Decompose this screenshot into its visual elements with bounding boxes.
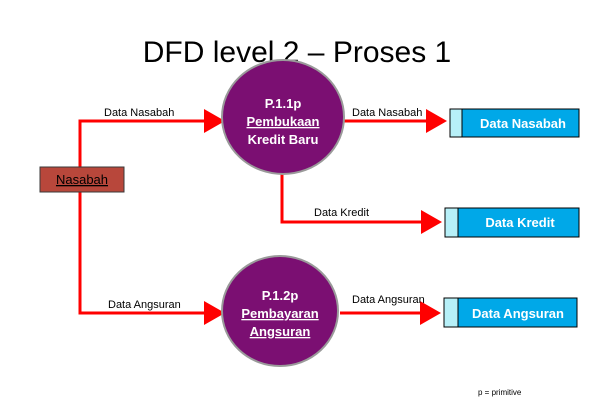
- flow-label: Data Angsuran: [352, 294, 425, 306]
- process-p11: P.1.1p Pembukaan Kredit Baru: [221, 59, 345, 175]
- store-tab: [443, 297, 459, 328]
- store-box: [449, 108, 580, 138]
- process-circle: [221, 255, 339, 367]
- flow-label: Data Kredit: [314, 207, 369, 219]
- entity-box: [39, 166, 125, 193]
- entity-label: Nasabah: [56, 172, 108, 187]
- process-name-line1: Pembayaran: [241, 306, 318, 321]
- entity-nasabah: Nasabah: [39, 166, 125, 193]
- flow-arrow-p11-to-store-kredit: [280, 174, 442, 234]
- process-circle: [221, 59, 345, 175]
- store-tab: [449, 108, 463, 138]
- flow-label: Data Nasabah: [352, 107, 422, 119]
- store-tab: [444, 207, 459, 238]
- store-box: [444, 207, 580, 238]
- process-name-line1: Pembukaan: [247, 114, 320, 129]
- flow-lines: [78, 109, 447, 325]
- flow-arrow-nasabah-to-p12: [78, 192, 225, 325]
- store-label: Data Kredit: [485, 215, 555, 230]
- process-name-line2: Angsuran: [250, 324, 311, 339]
- process-name-line2: Kredit Baru: [248, 132, 319, 147]
- flow-arrow-nasabah-to-p11: [78, 109, 225, 168]
- process-p12: P.1.2p Pembayaran Angsuran: [221, 255, 339, 367]
- store-label: Data Angsuran: [472, 306, 564, 321]
- process-id: P.1.2p: [262, 288, 299, 303]
- process-id: P.1.1p: [265, 96, 302, 111]
- flow-label: Data Nasabah: [104, 107, 174, 119]
- store-data-angsuran: Data Angsuran: [443, 297, 578, 328]
- store-box: [443, 297, 578, 328]
- store-data-nasabah: Data Nasabah: [449, 108, 580, 138]
- flow-label: Data Angsuran: [108, 299, 181, 311]
- store-data-kredit: Data Kredit: [444, 207, 580, 238]
- store-label: Data Nasabah: [480, 116, 566, 131]
- flow-labels: Data Nasabah Data Nasabah Data Kredit Da…: [104, 107, 425, 311]
- footnote: p = primitive: [478, 388, 522, 397]
